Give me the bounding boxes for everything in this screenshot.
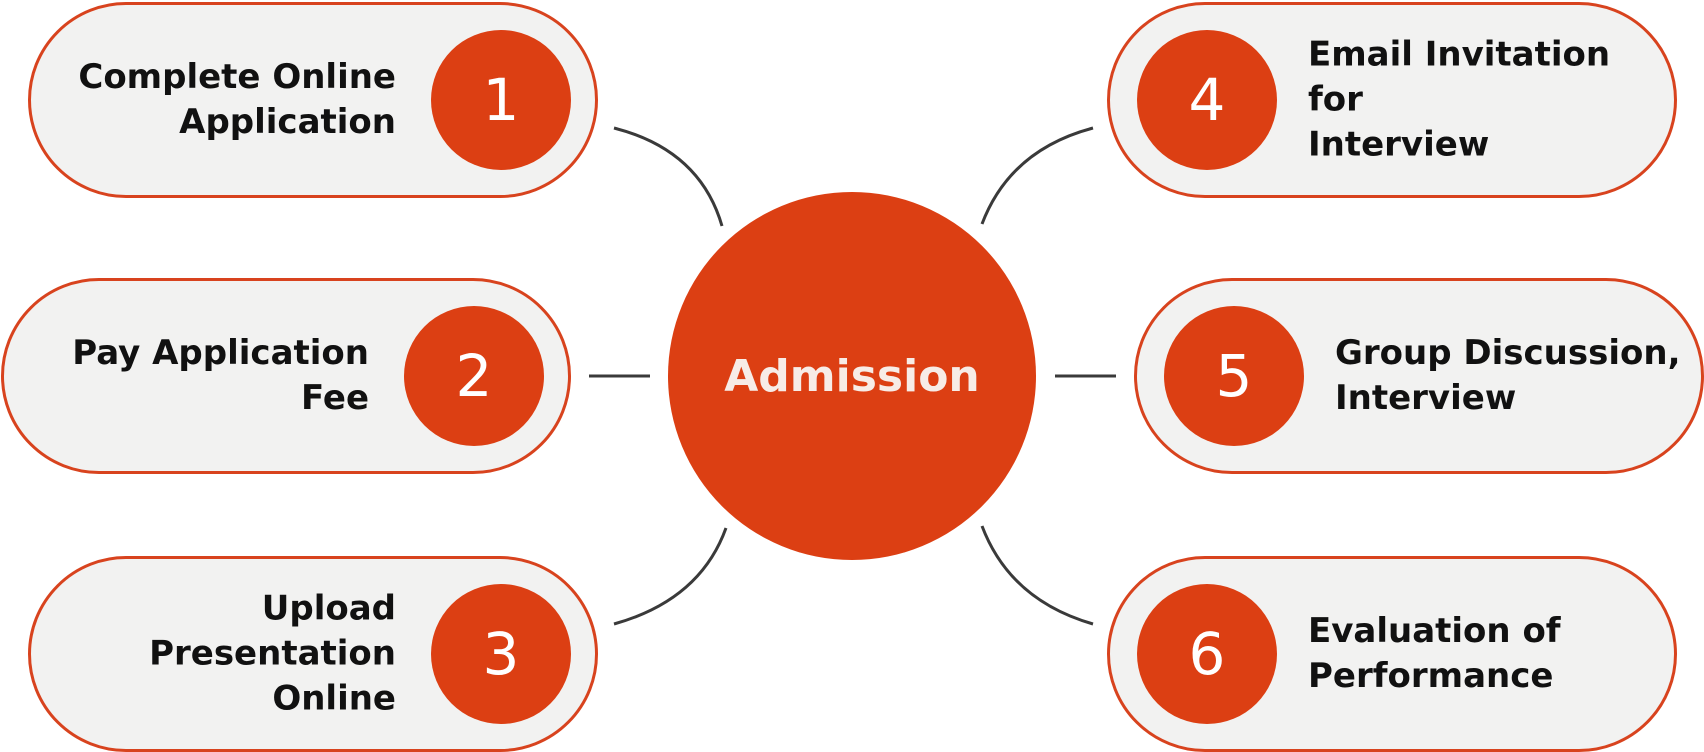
step-4-card: 4 Email Invitation for Interview	[1107, 2, 1677, 198]
step-6-label: Evaluation of Performance	[1308, 611, 1561, 696]
step-5-label: Group Discussion, Interview	[1335, 333, 1681, 418]
step-2-card: Pay Application Fee 2	[1, 278, 571, 474]
step-3-label: Upload Presentation Online	[149, 588, 396, 719]
step-5-number: 5	[1164, 306, 1304, 446]
step-3-card: Upload Presentation Online 3	[28, 556, 598, 752]
step-1-card: Complete Online Application 1	[28, 2, 598, 198]
hub-label: Admission	[724, 350, 980, 402]
admission-hub: Admission	[668, 192, 1036, 560]
step-5-card: 5 Group Discussion, Interview	[1134, 278, 1704, 474]
step-2-label: Pay Application Fee	[72, 333, 369, 418]
step-2-number: 2	[404, 306, 544, 446]
connector-step-3	[613, 527, 728, 626]
step-4-number: 4	[1137, 30, 1277, 170]
step-1-number: 1	[431, 30, 571, 170]
step-1-label: Complete Online Application	[78, 57, 396, 142]
step-4-label: Email Invitation for Interview	[1308, 34, 1611, 165]
step-6-card: 6 Evaluation of Performance	[1107, 556, 1677, 752]
connector-step-6	[980, 525, 1094, 626]
step-6-number: 6	[1137, 584, 1277, 724]
connector-step-4	[980, 126, 1094, 225]
step-3-number: 3	[431, 584, 571, 724]
connector-step-1	[613, 126, 724, 227]
